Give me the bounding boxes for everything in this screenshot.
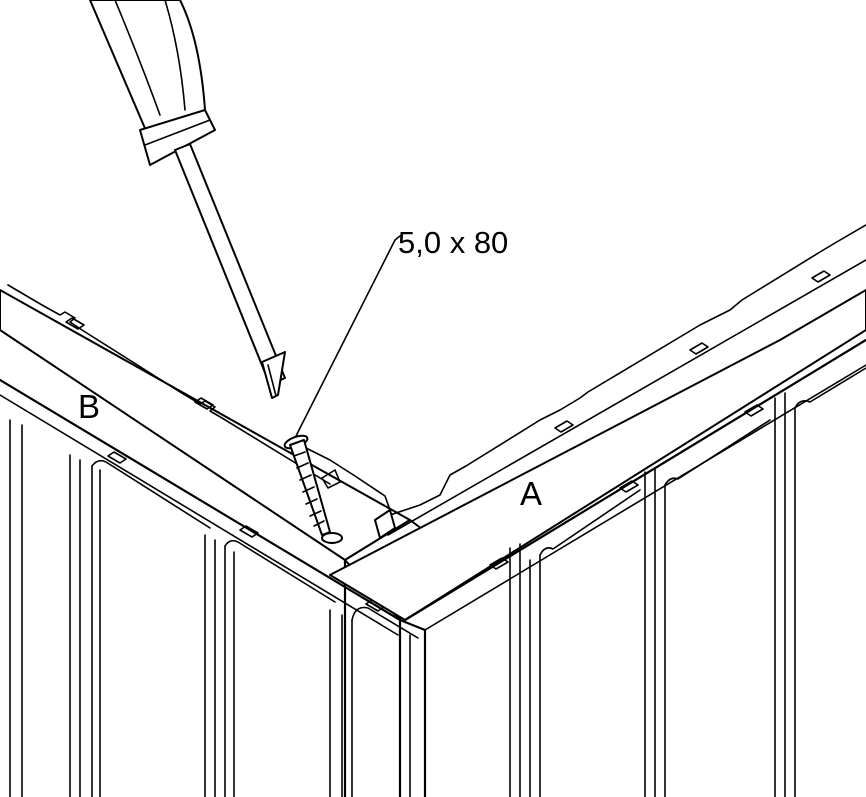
wall-a-planks xyxy=(509,367,866,797)
panel-a-label: A xyxy=(520,475,542,512)
screwdriver-shaft xyxy=(174,143,286,386)
screwdriver xyxy=(89,0,286,399)
wall-a-top-board xyxy=(329,289,866,621)
screw xyxy=(283,434,343,544)
screw-spec-label: 5,0 x 80 xyxy=(398,225,508,260)
wall-a xyxy=(299,224,866,797)
panel-b-label: B xyxy=(78,388,100,425)
wall-b-planks xyxy=(9,317,385,797)
leader-line xyxy=(295,235,401,437)
wall-b xyxy=(0,284,427,797)
